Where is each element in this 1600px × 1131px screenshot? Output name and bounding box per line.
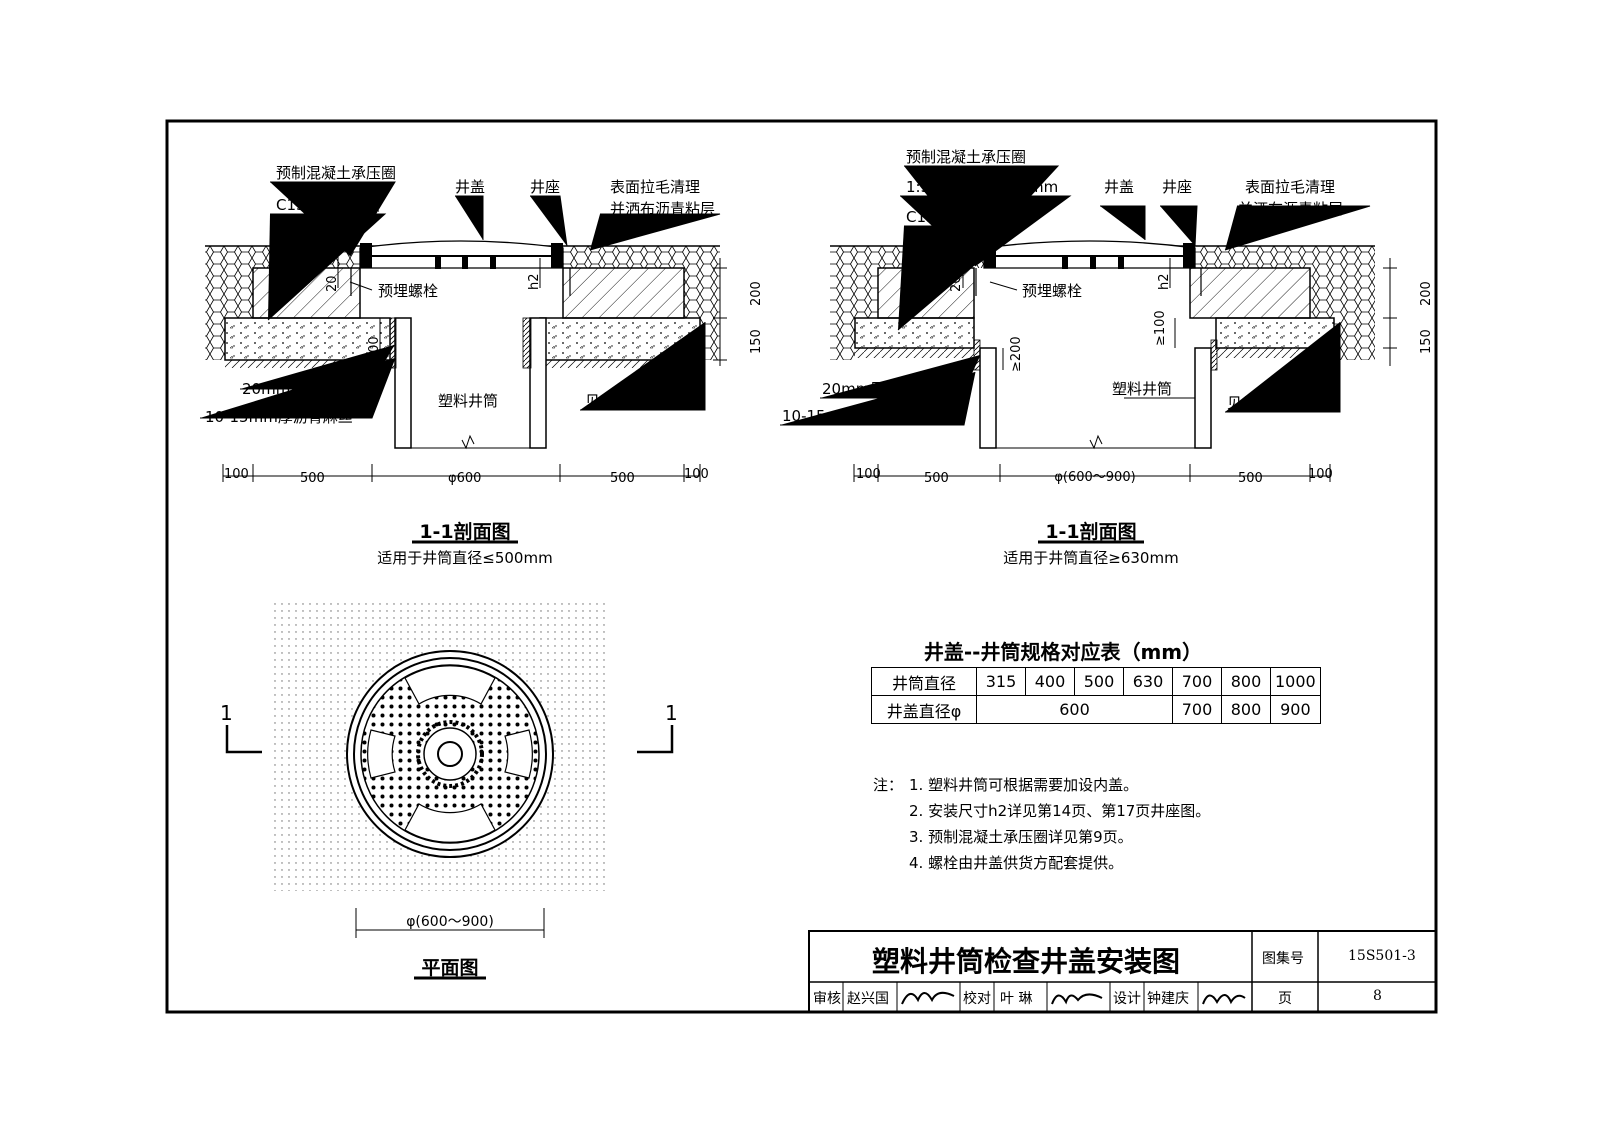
dim-bottom-5: 100	[684, 467, 709, 482]
table-cell-merged: 600	[976, 695, 1173, 724]
row-label-cover: 井盖直径φ	[871, 695, 977, 724]
label-c15-layer: C15混凝土垫层	[276, 196, 381, 214]
section-mark-left: 1	[220, 701, 233, 725]
dim-bottom-3: φ(600～900)	[1054, 470, 1135, 485]
right-section-labels: 预制混凝土承压圈 1:3水泥砂浆,厚20mm C15混凝土垫层 井盖 井座 表面…	[782, 148, 1434, 567]
label-surface-treat-1: 表面拉毛清理	[1245, 178, 1335, 196]
table-cell: 800	[1221, 695, 1271, 724]
label-surface-treat-2: 并洒布沥青粘层	[610, 200, 715, 218]
spec-table: 井筒直径 315 400 500 630 700 800 1000 井盖直径φ …	[871, 667, 1321, 724]
left-section-drawing	[200, 181, 727, 482]
label-precast-ring: 预制混凝土承压圈	[906, 148, 1026, 166]
table-cell: 900	[1270, 695, 1321, 724]
dim-200-right: 200	[749, 281, 764, 306]
designer-name: 钟建庆	[1147, 991, 1189, 1007]
note-item: 1. 塑料井筒可根据需要加设内盖。	[909, 776, 1139, 794]
table-cell: 700	[1172, 695, 1222, 724]
label-c15-layer: C15混凝土垫层	[906, 208, 1011, 226]
signature-designer	[1202, 994, 1246, 1005]
dim-bottom-1: 100	[856, 467, 881, 482]
page-number: 8	[1373, 988, 1382, 1004]
label-seat: 井座	[1162, 178, 1192, 196]
label-asphalt-hemp: 10-15mm厚沥青麻丝	[782, 407, 930, 425]
label-surface-treat-1: 表面拉毛清理	[610, 178, 700, 196]
table-cell: 630	[1123, 667, 1173, 696]
dim-bottom-4: 500	[1238, 471, 1263, 486]
checker-name: 叶 琳	[1000, 991, 1033, 1007]
dim-20: 20	[325, 275, 340, 292]
label-plastic-shaft: 塑料井筒	[1112, 380, 1172, 398]
note-item: 3. 预制混凝土承压圈详见第9页。	[909, 828, 1133, 846]
table-cell: 315	[976, 667, 1026, 696]
dim-100: ≥100	[1153, 310, 1168, 346]
dim-150: 150	[749, 329, 764, 354]
dim-200-left: ≥200	[367, 336, 382, 372]
label-cover: 井盖	[1104, 178, 1134, 196]
table-row: 井筒直径 315 400 500 630 700 800 1000	[871, 667, 1321, 696]
atlas-label: 图集号	[1262, 951, 1304, 967]
right-section-drawing	[780, 165, 1397, 482]
plan-title: 平面图	[421, 957, 478, 979]
notes-prefix: 注：	[873, 776, 904, 794]
label-embedded-bolt: 预埋螺栓	[378, 282, 438, 300]
design-label: 设计	[1113, 991, 1141, 1007]
dim-200-left: ≥200	[1009, 336, 1024, 372]
label-plastic-guard: 20mm厚塑料挡圈	[822, 380, 945, 398]
dim-bottom-2: 500	[924, 471, 949, 486]
atlas-number: 15S501-3	[1348, 948, 1416, 964]
dim-bottom-5: 100	[1308, 467, 1333, 482]
drawing-frame	[165, 119, 1438, 1014]
label-see-design: 见具体工程设计	[1227, 394, 1332, 412]
left-section-labels: 预制混凝土承压圈 C15混凝土垫层 井盖 井座 表面拉毛清理 并洒布沥青粘层 预…	[205, 164, 764, 567]
drawing-title: 塑料井筒检查井盖安装图	[872, 945, 1181, 978]
label-seat: 井座	[530, 178, 560, 196]
note-item: 4. 螺栓由井盖供货方配套提供。	[909, 854, 1124, 872]
dim-bottom-2: 500	[300, 471, 325, 486]
label-mortar: 1:3水泥砂浆,厚20mm	[906, 178, 1058, 196]
spec-table-title: 井盖--井筒规格对应表（mm）	[923, 640, 1203, 664]
plan-labels: φ(600～900) 平面图 1 1	[220, 701, 678, 979]
right-section-title: 1-1剖面图	[1045, 520, 1136, 543]
dim-bottom-3: φ600	[448, 471, 481, 486]
label-plastic-guard: 20mm厚塑料挡圈	[242, 380, 365, 398]
title-block-frame	[808, 930, 1437, 1013]
table-row: 井盖直径φ 600 700 800 900	[871, 695, 1321, 724]
label-surface-treat-2: 并洒布沥青粘层	[1238, 200, 1343, 218]
section-mark-right: 1	[665, 701, 678, 725]
table-cell: 400	[1025, 667, 1075, 696]
label-asphalt-hemp: 10-15mm厚沥青麻丝	[205, 408, 353, 426]
dim-20: 20	[949, 275, 964, 292]
review-label: 审核	[813, 991, 841, 1007]
label-plastic-shaft: 塑料井筒	[438, 392, 498, 410]
label-precast-ring: 预制混凝土承压圈	[276, 164, 396, 182]
dim-h2: h2	[527, 273, 542, 290]
table-cell: 800	[1221, 667, 1271, 696]
signature-checker	[1051, 993, 1103, 1005]
note-item: 2. 安装尺寸h2详见第14页、第17页井座图。	[909, 802, 1211, 820]
left-section-title: 1-1剖面图	[419, 520, 510, 543]
table-cell: 1000	[1270, 667, 1321, 696]
row-label-shaft: 井筒直径	[871, 667, 977, 696]
dim-200-right: 200	[1419, 281, 1434, 306]
check-label: 校对	[963, 991, 991, 1007]
signature-reviewer	[901, 991, 955, 1005]
label-cover: 井盖	[455, 178, 485, 196]
table-cell: 700	[1172, 667, 1222, 696]
page-label: 页	[1278, 991, 1292, 1007]
dim-bottom-4: 500	[610, 471, 635, 486]
dim-h2: h2	[1157, 273, 1172, 290]
label-see-design: 见具体工程设计	[585, 392, 690, 410]
reviewer-name: 赵兴国	[847, 991, 889, 1007]
dim-bottom-1: 100	[224, 467, 249, 482]
table-cell: 500	[1074, 667, 1124, 696]
plan-dim: φ(600～900)	[406, 914, 494, 930]
plan-view-drawing	[225, 601, 674, 980]
label-embedded-bolt: 预埋螺栓	[1022, 282, 1082, 300]
left-section-subtitle: 适用于井筒直径≤500mm	[377, 549, 552, 567]
right-section-subtitle: 适用于井筒直径≥630mm	[1003, 549, 1178, 567]
dim-150: 150	[1419, 329, 1434, 354]
